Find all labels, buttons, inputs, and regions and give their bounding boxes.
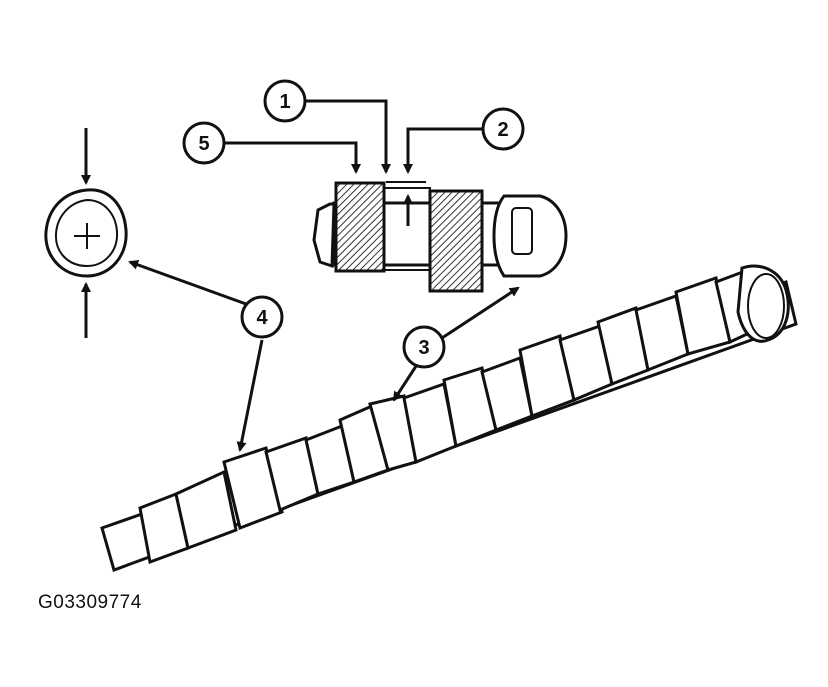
callout-3: 3	[402, 325, 446, 369]
callout-2: 2	[481, 107, 525, 151]
svg-text:3: 3	[418, 337, 429, 359]
camshaft-body	[100, 264, 798, 572]
lobe-cross-section	[44, 188, 128, 278]
svg-text:2: 2	[497, 119, 508, 141]
leader-arrows	[128, 260, 520, 452]
callout-5: 5	[182, 121, 226, 165]
figure-code: G03309774	[38, 592, 142, 613]
svg-text:1: 1	[279, 91, 290, 113]
callout-1: 1	[263, 79, 307, 123]
clearance-arrows	[222, 99, 482, 226]
svg-text:4: 4	[256, 307, 268, 329]
journal-detail	[312, 181, 568, 293]
svg-text:5: 5	[198, 133, 209, 155]
callout-4: 4	[240, 295, 284, 339]
